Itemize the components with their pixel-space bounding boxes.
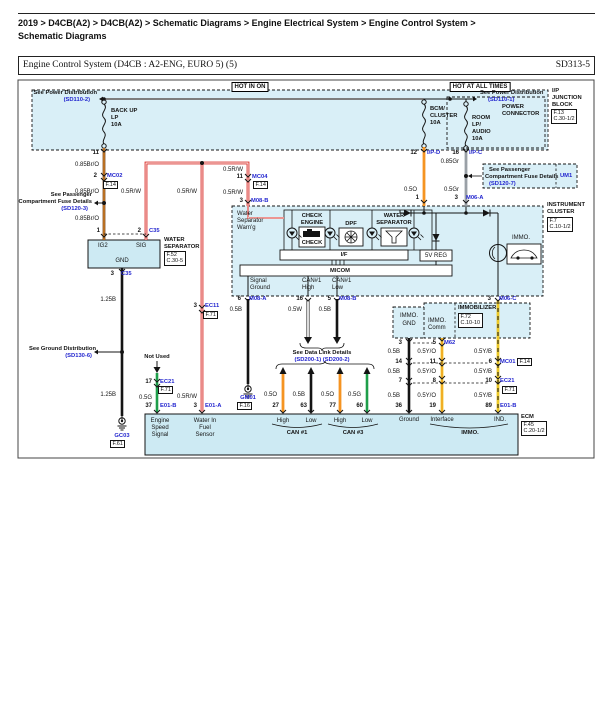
water-separator-box	[87, 239, 161, 269]
immobilizer-box	[423, 302, 531, 339]
data-link	[275, 337, 375, 374]
power-feed	[99, 96, 477, 151]
cluster-internals	[239, 206, 542, 296]
diagram-title: Engine Control System (D4CB : A2-ENG, EU…	[23, 60, 238, 70]
micom-bar	[239, 264, 453, 277]
if-bar	[279, 249, 409, 261]
immo-key-icon-box	[506, 243, 542, 265]
not-used-arrow	[153, 367, 161, 373]
fuse-detail-box-sd120-7	[482, 163, 578, 189]
5v-reg-box	[419, 249, 453, 262]
wires	[102, 147, 500, 416]
breadcrumb-line2: Schematic Diagrams	[18, 31, 107, 41]
diagram-code: SD313-5	[555, 60, 590, 70]
ecm-box	[144, 413, 519, 456]
top-rule	[18, 13, 595, 14]
water-separator-icon	[385, 230, 403, 244]
ground-gm01	[243, 383, 253, 399]
power-connector-box	[446, 96, 546, 149]
diagram-frame	[17, 79, 595, 459]
breadcrumb: 2019 > D4CB(A2) > D4CB(A2) > Schematic D…	[18, 18, 476, 28]
engine-icon	[303, 229, 320, 237]
ground-gc03	[117, 415, 127, 431]
ref-arrows	[94, 173, 488, 384]
diagram-title-bar: Engine Control System (D4CB : A2-ENG, EU…	[18, 56, 595, 75]
if-micom-ticks	[331, 260, 345, 265]
immo-coil-icon	[489, 244, 507, 262]
immo-gnd-box	[392, 306, 426, 339]
ecm-braces	[271, 423, 509, 429]
